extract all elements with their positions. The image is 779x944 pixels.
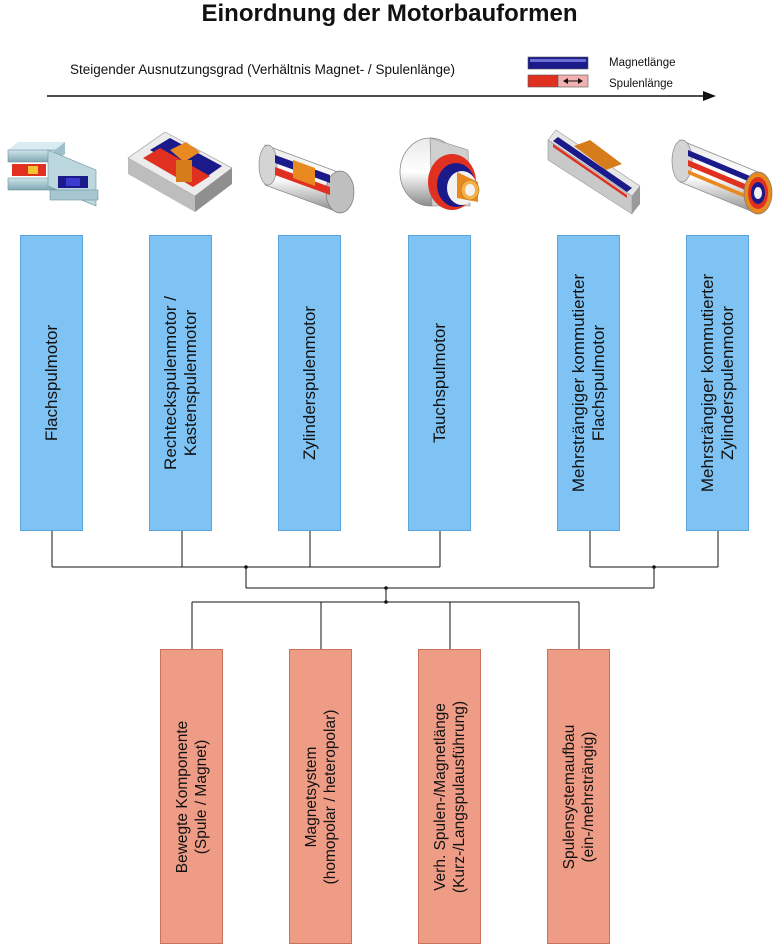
- motor-label-line1: Mehrsträngiger kommutierter: [697, 273, 717, 493]
- motor-label-line2: Flachspulmotor: [588, 324, 608, 442]
- criteria-label-line1: Magnetsystem: [302, 746, 320, 847]
- arrow-head: [703, 91, 716, 101]
- criteria-label-line1: Bewegte Komponente: [173, 720, 191, 873]
- flachspulmotor-illustration: [7, 142, 99, 207]
- tauchspulmotor-illustration: [399, 137, 480, 210]
- criteria-label-line1: Spulensystemaufbau: [560, 724, 578, 869]
- motor-label-line1: Rechteckspulenmotor /: [160, 296, 180, 470]
- motor-label-line1: Tauchspulmotor: [429, 322, 449, 444]
- motor-box-mehrstraengiger-zylinderspulenmotor: Mehrsträngiger kommutierter Zylinderspul…: [686, 235, 749, 531]
- bottom-connector-lines: [191, 601, 580, 649]
- top-connector-lines: [51, 531, 719, 602]
- motor-label-line2: Zylinderspulenmotor: [717, 306, 737, 461]
- motor-box-zylinderspulenmotor: Zylinderspulenmotor: [278, 235, 341, 531]
- criteria-label-line2: (Kurz-/Langspulausführung): [450, 700, 468, 893]
- criteria-box-bewegte-komponente: Bewegte Komponente (Spule / Magnet): [160, 649, 223, 944]
- motor-box-rechteckspulenmotor: Rechteckspulenmotor / Kastenspulenmotor: [149, 235, 212, 531]
- junction-dots: [244, 565, 656, 604]
- arrow-label: Steigender Ausnutzungsgrad (Verhältnis M…: [70, 62, 456, 77]
- motor-label-line1: Flachspulmotor: [41, 324, 61, 442]
- legend-spule-swatch: [527, 74, 589, 88]
- motor-box-mehrstraengiger-flachspulmotor: Mehrsträngiger kommutierter Flachspulmot…: [557, 235, 620, 531]
- criteria-label-line1: Verh. Spulen-/Magnetlänge: [431, 702, 449, 891]
- legend-magnet-swatch: [527, 56, 589, 70]
- legend-magnet-label: Magnetlänge: [609, 57, 676, 69]
- motor-label-line1: Zylinderspulenmotor: [299, 305, 319, 461]
- mehrstraengiger-flachspulmotor-illustration: [547, 129, 641, 215]
- criteria-box-magnetsystem: Magnetsystem (homopolar / heteropolar): [289, 649, 352, 944]
- motor-box-tauchspulmotor: Tauchspulmotor: [408, 235, 471, 531]
- mehrstraengiger-zylinderspulenmotor-illustration: [671, 139, 773, 215]
- motor-label-line1: Mehrsträngiger kommutierter: [568, 273, 588, 493]
- criteria-label-line2: (homopolar / heteropolar): [321, 709, 339, 884]
- motor-label-line2: Kastenspulenmotor: [180, 309, 200, 457]
- diagram-title: Einordnung der Motorbauformen: [201, 0, 578, 27]
- rechteckspulenmotor-illustration: [127, 131, 233, 212]
- zylinderspulenmotor-illustration: [258, 144, 355, 214]
- criteria-box-spulensystemaufbau: Spulensystemaufbau (ein-/mehrsträngig): [547, 649, 610, 944]
- criteria-label-line2: (Spule / Magnet): [192, 739, 210, 854]
- legend-spule-label: Spulenlänge: [609, 78, 673, 90]
- criteria-box-spulen-magnetlaenge: Verh. Spulen-/Magnetlänge (Kurz-/Langspu…: [418, 649, 481, 944]
- motor-box-flachspulmotor: Flachspulmotor: [20, 235, 83, 531]
- criteria-label-line2: (ein-/mehrsträngig): [579, 731, 597, 862]
